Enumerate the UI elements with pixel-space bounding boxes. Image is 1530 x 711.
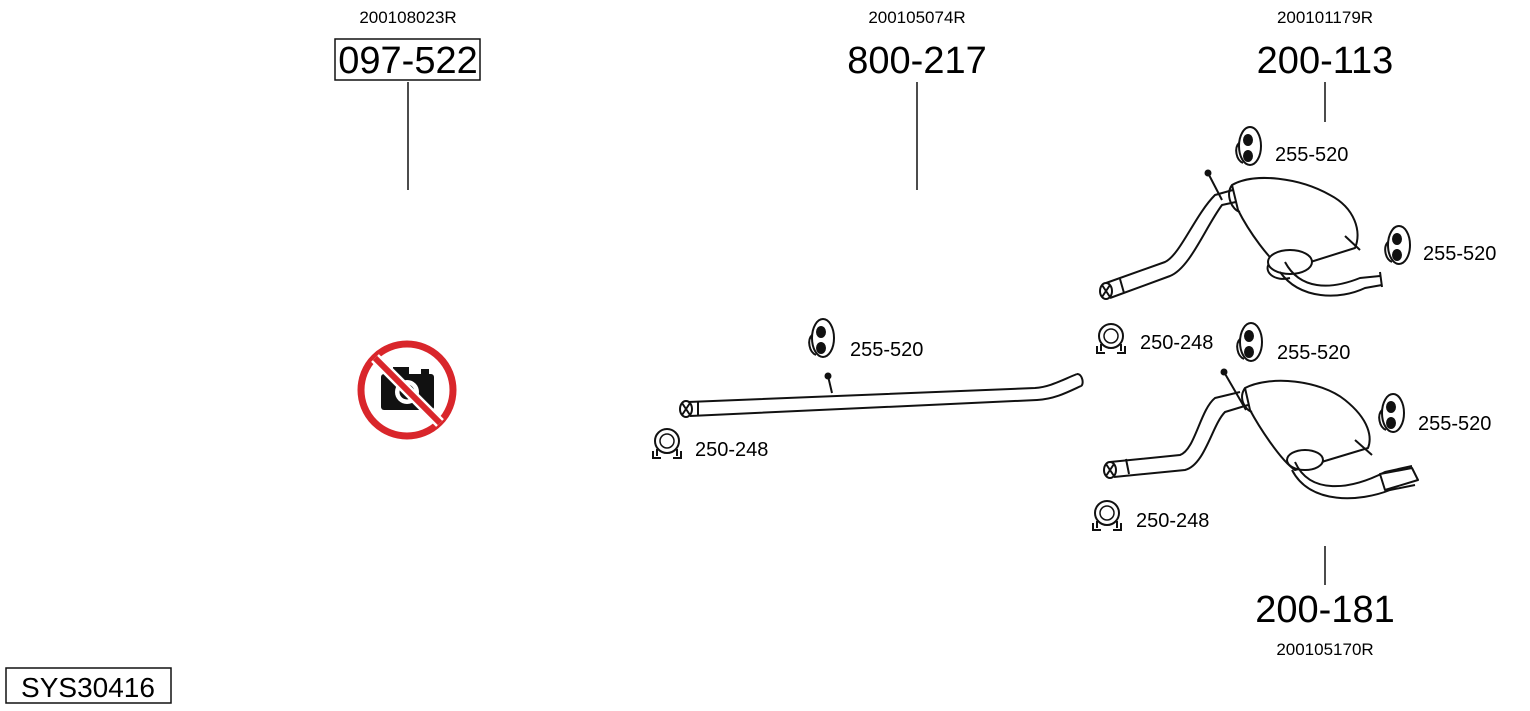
- clamp-icon: [1092, 500, 1122, 531]
- hanger-label-3d: 255-520: [1418, 413, 1491, 435]
- oem-number-3: 200101179R: [1277, 8, 1373, 27]
- hanger-icon: [1378, 393, 1405, 433]
- oem-number-4: 200105170R: [1276, 640, 1373, 659]
- hanger-label-3c: 255-520: [1277, 342, 1350, 364]
- system-code-box: [5, 667, 172, 704]
- pipe-drawing: [679, 372, 1084, 418]
- part-number-2[interactable]: 800-217: [847, 40, 986, 82]
- hanger-icon: [808, 318, 835, 358]
- part-number-3[interactable]: 200-113: [1257, 40, 1394, 82]
- oem-number-1: 200108023R: [359, 8, 456, 27]
- rear-muffler-drawing-bottom: [1103, 368, 1419, 500]
- hanger-icon: [1384, 225, 1411, 265]
- no-photo-icon: [357, 340, 457, 440]
- clamp-icon: [652, 428, 682, 459]
- hanger-icon: [1235, 126, 1262, 166]
- clamp-label-2: 250-248: [695, 439, 768, 461]
- clamp-label-3a: 250-248: [1140, 332, 1213, 354]
- part-number-4[interactable]: 200-181: [1255, 589, 1394, 631]
- hanger-label-3a: 255-520: [1275, 144, 1348, 166]
- part-number-1[interactable]: 097-522: [338, 40, 477, 82]
- rear-muffler-drawing-top: [1099, 169, 1383, 300]
- clamp-label-3b: 250-248: [1136, 510, 1209, 532]
- system-code: SYS30416: [21, 672, 155, 703]
- oem-number-2: 200105074R: [868, 8, 965, 27]
- part-number-box-1: [334, 38, 481, 81]
- hanger-label-2: 255-520: [850, 339, 923, 361]
- clamp-icon: [1096, 323, 1126, 354]
- hanger-label-3b: 255-520: [1423, 243, 1496, 265]
- hanger-icon: [1236, 322, 1263, 362]
